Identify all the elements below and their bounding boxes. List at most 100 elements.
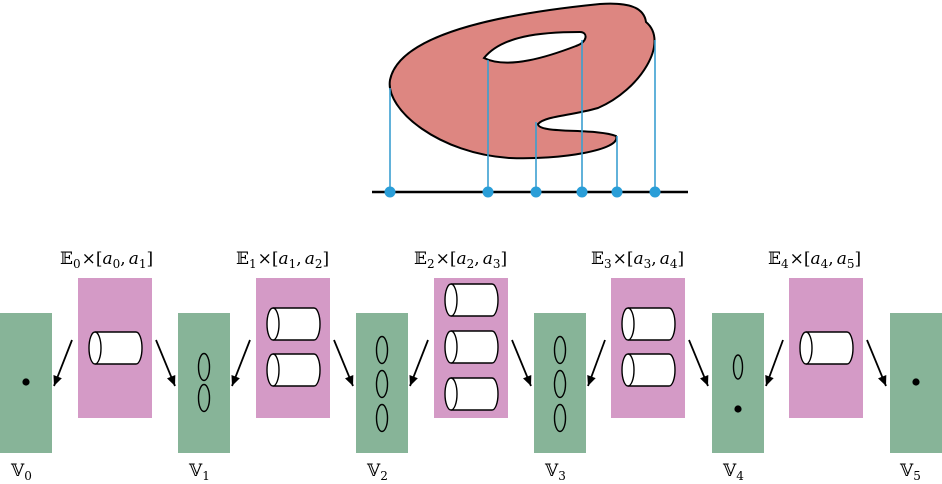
circle-component [553, 335, 567, 365]
cylinder-body [273, 353, 321, 387]
cylinder-icon [799, 331, 854, 365]
circle-component [375, 403, 389, 433]
arrow-9 [866, 339, 887, 387]
edge-box-rect [611, 278, 685, 418]
point-component [734, 405, 742, 413]
circle-component [375, 335, 389, 365]
vertex-label-4: 𝕍4 [722, 461, 744, 483]
vertex-label-3: 𝕍3 [544, 461, 566, 483]
circle-component [732, 354, 744, 380]
vertex-box-rect [712, 313, 764, 453]
arrow-head [231, 375, 240, 386]
arrow-head [345, 375, 354, 386]
arrow-1 [155, 339, 176, 387]
critical-point-4 [611, 186, 623, 198]
cylinder-icon [444, 283, 499, 317]
cylinder-body [451, 377, 499, 411]
cylinder-end [266, 353, 280, 387]
arrow-7 [688, 339, 709, 387]
edge-box-2 [434, 278, 508, 418]
vertex-label-5: 𝕍5 [899, 461, 921, 483]
surface-projection-illustration [372, 2, 688, 198]
circle-component [197, 383, 211, 413]
edge-labels: 𝔼0×[a0,a1] 𝔼1×[a1,a2] 𝔼2×[a2,a3] 𝔼3×[a3,… [60, 249, 861, 271]
circle-component [553, 403, 567, 433]
vertex-box-2 [356, 313, 408, 453]
cylinder-end [444, 330, 458, 364]
cylinder-icon [444, 377, 499, 411]
vertex-box-rect [178, 313, 230, 453]
arrows [53, 339, 887, 387]
vertex-box-0 [0, 313, 52, 453]
arrow-head [53, 375, 62, 386]
edge-label-3: 𝔼3×[a3,a4] [591, 249, 684, 271]
cylinder-icon [621, 353, 676, 387]
cylinder-body [95, 331, 143, 365]
cylinder-icon [266, 353, 321, 387]
cylinder-end [88, 331, 102, 365]
vertex-label-2: 𝕍2 [366, 461, 388, 483]
arrow-4 [409, 339, 429, 387]
edge-box-rect [256, 278, 330, 418]
edge-label-1: 𝔼1×[a1,a2] [236, 249, 329, 271]
arrow-2 [231, 339, 251, 387]
cylinder-icon [444, 330, 499, 364]
arrow-8 [765, 339, 784, 387]
vertex-boxes [0, 313, 942, 453]
circle-component [553, 369, 567, 399]
point-component [22, 378, 30, 386]
vertex-label-0: 𝕍0 [10, 461, 32, 483]
critical-point-2 [530, 186, 542, 198]
arrow-0 [53, 339, 73, 387]
vertex-box-1 [178, 313, 230, 453]
vertex-labels: 𝕍0 𝕍1 𝕍2 𝕍3 𝕍4 𝕍5 [10, 461, 921, 483]
cylinder-body [628, 307, 676, 341]
cylinder-body [628, 353, 676, 387]
critical-point-1 [482, 186, 494, 198]
edge-box-0 [78, 278, 152, 418]
surface-shape [388, 2, 656, 160]
cylinder-end [621, 353, 635, 387]
critical-point-5 [649, 186, 661, 198]
arrow-head [167, 375, 176, 386]
arrow-head [523, 375, 532, 386]
circle-component [375, 369, 389, 399]
cylinder-end [444, 283, 458, 317]
cylinder-body [451, 330, 499, 364]
edge-label-2: 𝔼2×[a2,a3] [414, 249, 507, 271]
cylinder-icon [88, 331, 143, 365]
vertex-box-3 [534, 313, 586, 453]
vertex-box-5 [890, 313, 942, 453]
edge-label-4: 𝔼4×[a4,a5] [768, 249, 861, 271]
edge-boxes [78, 278, 863, 418]
critical-point-0 [384, 186, 396, 198]
edge-box-4 [789, 278, 863, 418]
arrow-head [587, 375, 596, 386]
vertex-box-4 [712, 313, 764, 453]
critical-point-3 [576, 186, 588, 198]
cylinder-icon [621, 307, 676, 341]
cylinder-end [799, 331, 813, 365]
critical-points [384, 186, 661, 198]
arrow-5 [511, 339, 532, 387]
arrow-3 [333, 339, 354, 387]
cylinder-body [451, 283, 499, 317]
edge-label-0: 𝔼0×[a0,a1] [60, 249, 153, 271]
cylinder-end [266, 307, 280, 341]
cylinder-end [444, 377, 458, 411]
point-component [912, 378, 920, 386]
edge-box-1 [256, 278, 330, 418]
arrow-head [878, 375, 887, 386]
cylinder-icon [266, 307, 321, 341]
vertex-label-1: 𝕍1 [188, 461, 210, 483]
edge-box-3 [611, 278, 685, 418]
arrow-6 [587, 339, 606, 387]
circle-component [197, 352, 211, 382]
arrow-head [700, 375, 709, 386]
cylinder-body [806, 331, 854, 365]
projection-lines [389, 40, 656, 192]
arrow-head [409, 375, 418, 386]
cylinder-end [621, 307, 635, 341]
cylinder-body [273, 307, 321, 341]
